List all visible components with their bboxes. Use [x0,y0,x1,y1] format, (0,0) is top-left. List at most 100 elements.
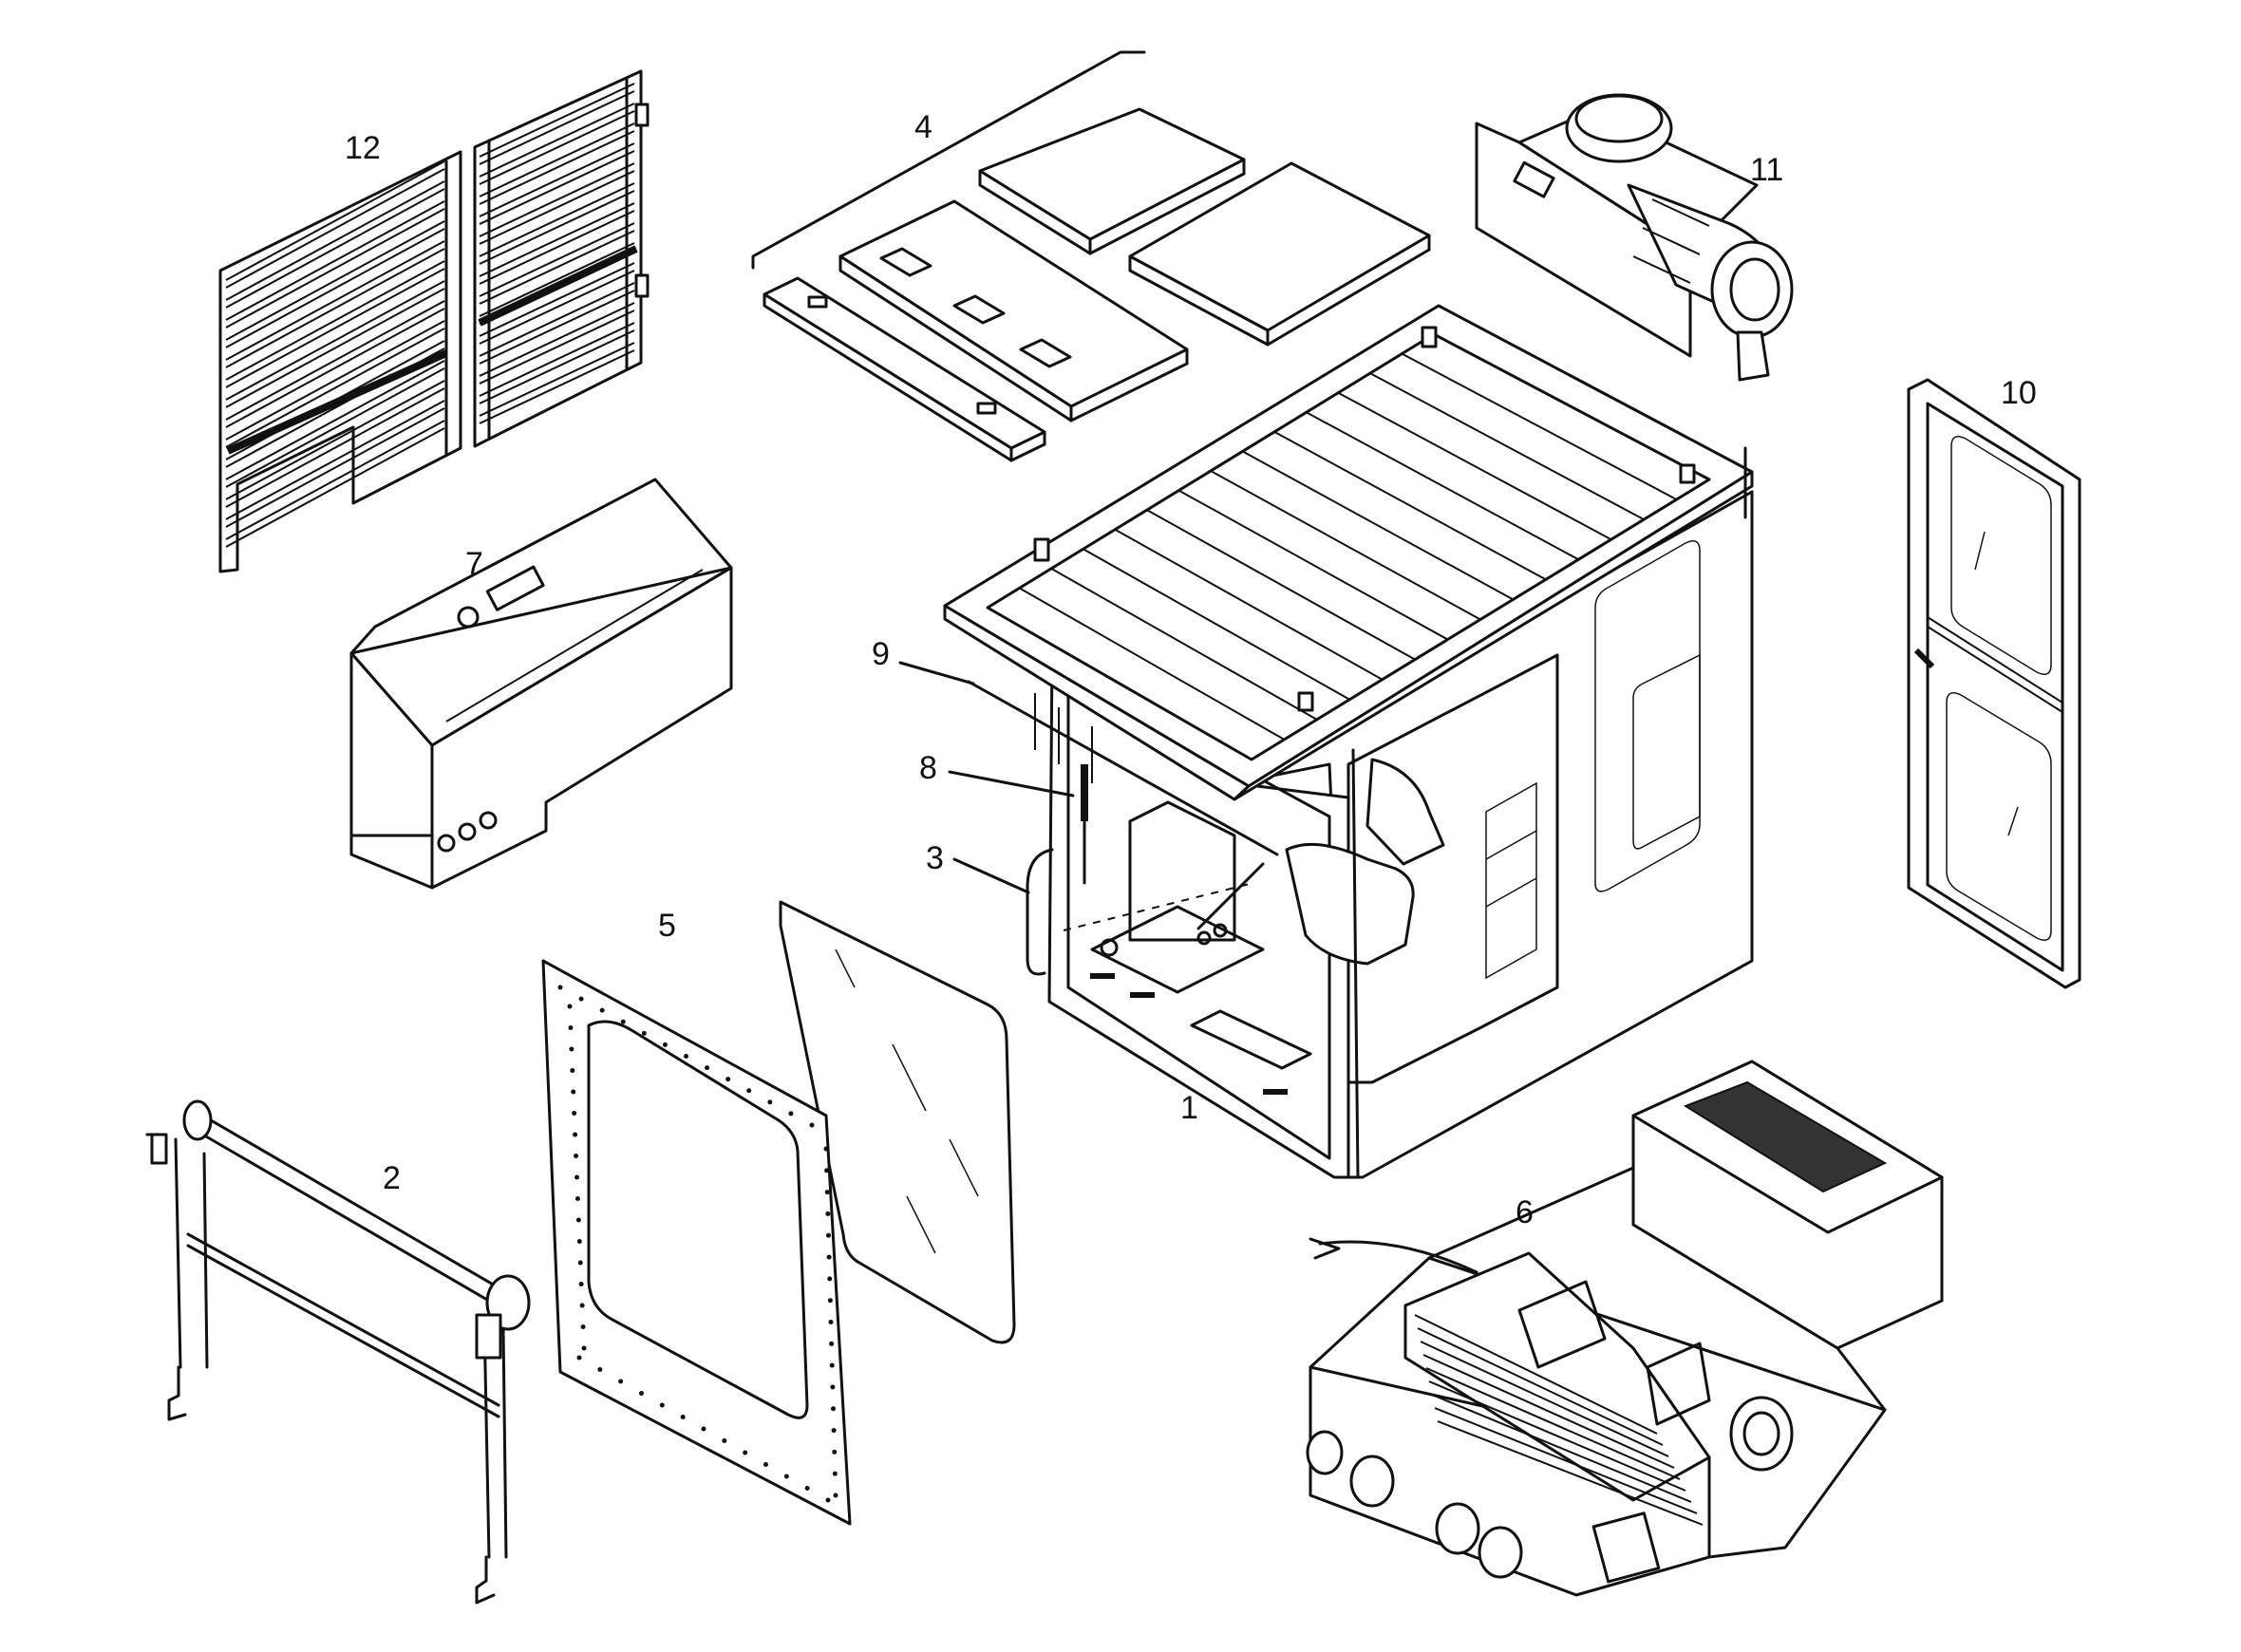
rivet-dot [831,1406,836,1412]
louvre-slat [225,220,445,341]
rivet-dot [578,996,584,1002]
louvre-slat [225,240,445,361]
louvre-slat [479,242,635,317]
rivet-dot [824,1168,830,1173]
roof-slat [1114,528,1384,681]
roof-slat [1401,352,1678,500]
louvre-slat [479,190,635,265]
louvre-slat [479,130,635,205]
coil-fin [1417,1327,1664,1446]
rivet-dot [620,1019,626,1024]
louvre-slat [225,320,445,441]
louvre-slat [479,142,635,217]
louvre-slat [479,290,635,365]
rivet-dot [832,1449,838,1455]
louvre-slat [225,427,445,548]
louvre-slat [479,83,635,158]
louvre-slat [225,380,445,500]
louvre-slat [225,228,445,348]
louvre-slat [225,188,445,309]
callout-7: 7 [465,546,483,582]
rivet-dot [570,1068,575,1073]
louvre-slat [225,180,445,301]
rivet-dot [809,1122,815,1128]
coil-fin [1431,1394,1692,1503]
rivet-dot [827,1298,833,1304]
roof-slat [1210,470,1481,621]
louvre-slat [479,310,635,385]
roof-slat [1242,450,1514,601]
rivet-dot [639,1391,644,1396]
rivet-dot [575,1217,581,1223]
louvre-slat [479,262,635,337]
rivet-dot [680,1415,686,1419]
rivet-dot [574,1196,580,1201]
rivet-dot [788,1111,794,1117]
coil-fin [1425,1367,1681,1480]
callout-3: 3 [926,840,944,876]
louvre-slat [225,168,445,289]
callout-1: 1 [1180,1090,1198,1126]
louvre-slat [479,342,635,417]
rivet-dot [659,1402,665,1408]
callout-5: 5 [658,908,676,944]
rivet-dot [828,1320,834,1324]
roof-slat [1019,587,1285,741]
callout-4: 4 [914,109,932,145]
louvre-slat [479,162,635,237]
part-4-panels [751,50,1431,462]
rivet-dot [662,1042,668,1047]
roof-slat [1050,567,1318,721]
rivet-dot [826,1254,832,1260]
rivet-dot [581,1345,587,1351]
louvre-slat [479,282,635,357]
roof-slat [1273,430,1547,581]
rivet-dot [597,1367,603,1372]
louvre-slat [225,400,445,520]
louvre-slat [225,308,445,428]
rivet-dot [574,1174,579,1180]
rivet-dot [830,1384,836,1390]
rivet-dot [725,1077,731,1082]
louvre-slat [479,170,635,245]
coil-fin [1434,1407,1698,1514]
callout-10: 10 [2001,375,2037,411]
rivet-dot [573,1132,578,1137]
rivet-dot [576,1355,582,1361]
roof-slat [1083,548,1350,701]
rivet-dot [567,1004,573,1009]
rivet-dot [701,1426,706,1432]
rivet-dot [746,1088,752,1094]
part-7-console [349,478,733,890]
rivet-dot [743,1450,748,1455]
rivet-dot [827,1276,833,1282]
louvre-slat [225,367,445,488]
louvre-slat [225,360,445,480]
rivet-dot [578,1282,584,1286]
roof-slat [1369,372,1645,521]
louvre-slat [225,407,445,528]
rivet-dot [618,1379,624,1384]
louvre-slat [225,160,445,281]
louvre-slat [479,150,635,225]
louvre-slat [479,349,635,424]
rivet-dot [833,1492,838,1498]
louvre-slat [479,222,635,297]
rivet-dot [576,1239,582,1244]
roof-slat [1146,509,1416,661]
louvre-slat [479,210,635,285]
callout-9: 9 [872,636,890,672]
part-2-roller-blind [145,1099,531,1605]
part-6-heater-unit [1306,1060,1944,1597]
rivet-dot [832,1471,838,1476]
rivet-dot [557,985,563,990]
louvre-slat [479,230,635,305]
part-11-air-filter [1475,93,1794,382]
callout-11: 11 [1750,152,1783,188]
louvre-slat [225,200,445,321]
coil-fin [1422,1354,1675,1469]
louvre-slat [479,329,635,404]
coil-fin [1414,1314,1658,1435]
